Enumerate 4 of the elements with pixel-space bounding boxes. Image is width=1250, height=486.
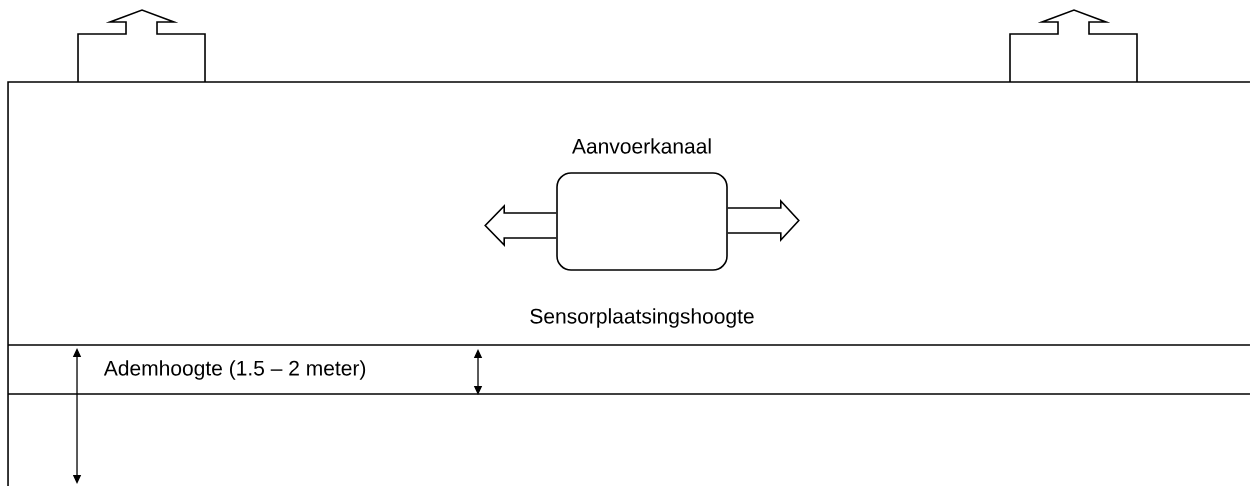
label-text: Sensorplaatsingshoogte [530, 308, 754, 328]
label-text: Aanvoerkanaal [572, 138, 711, 154]
sensor-box [556, 172, 728, 271]
label-text: Ademhoogte (1.5 – 2 meter) [103, 360, 366, 380]
